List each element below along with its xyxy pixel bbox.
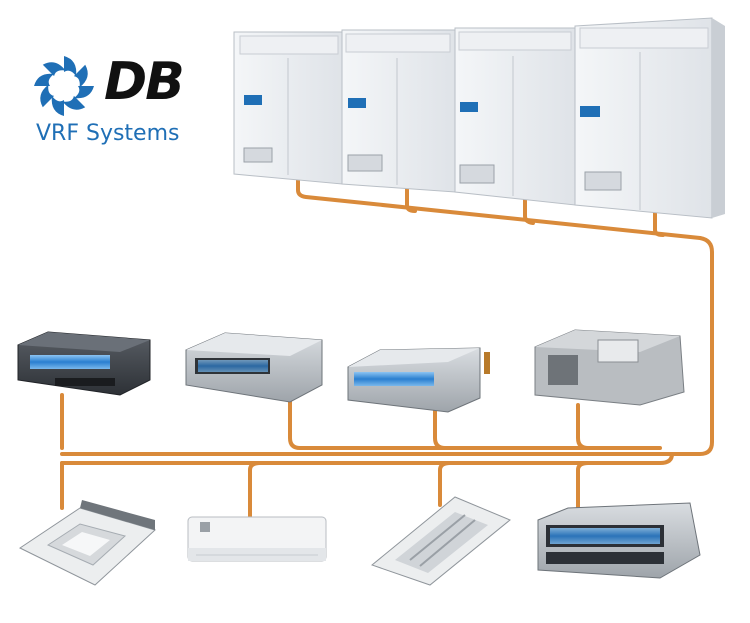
row2-drop-4 [576, 461, 590, 514]
brand-subtitle: VRF Systems [36, 121, 180, 146]
ducted-unit-dark [17, 331, 151, 396]
low-static-duct-unit [347, 347, 490, 413]
outdoor-drop-2 [405, 183, 417, 213]
wall-mounted-unit [187, 516, 327, 562]
indoor-row-2 [19, 496, 701, 586]
outdoor-unit-1 [233, 31, 343, 185]
row1-branch-2 [288, 398, 662, 450]
ceiling-concealed-unit [537, 502, 701, 579]
brand-name: DB [104, 52, 185, 112]
outdoor-unit-2 [341, 29, 456, 193]
main-riser-pipe [60, 236, 714, 456]
fan-logo-icon [34, 56, 94, 116]
refrigerant-piping [60, 176, 714, 522]
brand-logo: DB VRF Systems [32, 52, 202, 152]
outdoor-drop-4 [653, 206, 665, 237]
outdoor-drop-3 [523, 194, 535, 225]
outdoor-unit-4 [574, 17, 725, 219]
row1-branch-3 [433, 408, 447, 450]
high-static-duct-unit [534, 329, 685, 406]
row2-drop-3 [438, 461, 452, 507]
outdoor-drop-1 [296, 176, 702, 240]
outdoor-unit-3 [454, 27, 576, 206]
row2-drop-2 [248, 461, 262, 522]
outdoor-unit-bank [233, 17, 725, 219]
row1-branch-4 [576, 403, 590, 450]
row2-header-pipe [60, 452, 674, 465]
two-way-cassette [370, 496, 511, 586]
four-way-cassette [19, 500, 156, 586]
indoor-row-1 [17, 329, 685, 413]
slim-duct-unit [185, 332, 323, 403]
